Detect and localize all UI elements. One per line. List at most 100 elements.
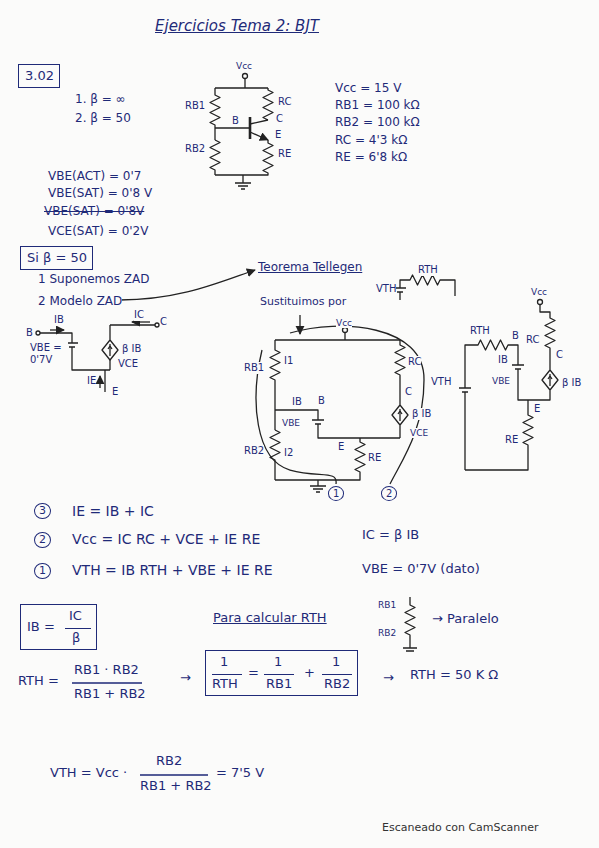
note-text: RTH = [18,674,59,689]
box-text: = [248,666,259,681]
note-text: Vcc = IC RC + VCE + IE RE [72,531,260,547]
parallel-sketch [403,597,417,651]
note-text: β IB [562,377,581,389]
note-text: VTH = Vcc · [50,766,127,781]
note-text: IC [134,309,144,321]
note-text: → [383,671,394,686]
note-text: B [26,327,33,339]
box-text: IB = [27,620,55,635]
note-text: → [180,671,191,686]
note-text: E [338,441,344,453]
note-text: VBE [282,418,300,428]
note-text: RB2 [156,754,182,769]
note-text: B [512,330,519,342]
boxed-note: 3.02 [18,64,60,88]
note-text: 1 Suponemos ZAD [38,273,149,287]
note-text: IE = IB + IC [72,503,154,519]
note-text: E [275,129,281,141]
note-text: RTH = 50 K Ω [410,668,498,683]
boxed-note: Si β = 50 [20,246,93,270]
note-text: B [232,115,239,127]
note-text: C [276,113,283,125]
fraction-bar [72,683,208,775]
note-text: IC = β IB [362,528,419,543]
box-text: β [72,631,80,646]
note-text: 1. β = ∞ [75,93,126,107]
note-text: RB1 [185,100,205,112]
note-text: IB [498,354,508,366]
note-text: RB1 + RB2 [74,687,146,702]
fraction-bar [65,628,91,629]
note-text: VBE(ACT) = 0'7 [48,170,141,184]
note-text: Vcc [531,287,547,297]
note-text: Vcc = 15 V [335,82,401,96]
note-text: RC [526,334,539,346]
note-text: 1 [34,563,51,579]
note-text: RB1 [244,362,264,374]
note-text: IE [87,375,96,387]
note-text: 1 [328,486,344,501]
note-text: RTH [418,264,438,276]
note-text: RE [278,148,291,160]
bias-circuit [210,74,273,190]
box-text: IC [69,609,82,624]
fraction-bar [212,674,242,675]
note-text: RE = 6'8 kΩ [335,151,407,165]
note-text: VCE [118,358,138,370]
note-text: B [318,395,325,407]
boxed-note: 1RTH=1RB1+1RB2 [205,650,358,696]
box-text: 1 [274,655,282,670]
box-text: 3.02 [25,69,54,84]
note-text: RE [505,434,518,446]
note-text: E [112,386,118,398]
equivalent-circuit [459,300,558,471]
note-text: VTH [376,283,396,295]
note-text: RE [368,452,381,464]
note-text: E [534,403,540,415]
note-text: RB2 [378,628,396,638]
note-text: VBE(SAT) = 0'8 V [48,187,152,201]
note-text: VBE [492,376,510,386]
note-text: → Paralelo [432,612,499,627]
note-text: VBE(SAT) = 0'8V [44,205,144,219]
note-text: C [405,386,412,398]
note-text: VBE = 0'7V [30,342,68,365]
note-text: IB [54,314,64,326]
note-text: RC [408,356,421,368]
note-text: Para calcular RTH [213,611,327,626]
note-text: β IB [122,343,141,355]
note-text: 2. β = 50 [75,112,131,126]
note-text: RTH [470,325,490,337]
page-title: Ejercicios Tema 2: BJT [155,18,319,35]
note-text: β IB [412,408,431,420]
note-text: = 7'5 V [216,766,264,781]
note-text: RC = 4'3 kΩ [335,134,407,148]
note-text: 2 [34,532,51,548]
fraction-bar [322,674,352,675]
note-text: I1 [284,355,293,367]
note-text: Vcc [336,318,352,328]
note-text: Vcc [236,61,252,71]
note-text: 2 [381,486,397,501]
note-text: I2 [284,447,293,459]
note-text: Escaneado con CamScanner [382,822,539,835]
boxed-note: IB = IC β [20,604,97,650]
note-text: VCE [410,428,428,438]
box-text: RB2 [324,677,350,692]
note-text: RC [278,96,291,108]
box-text: + [304,666,315,681]
note-text: 3 [34,503,51,519]
box-text: 1 [220,655,228,670]
note-text: 2 Modelo ZAD [38,295,122,309]
fraction-bar [264,674,294,675]
note-text: RB1 = 100 kΩ [335,99,420,113]
note-text: VBE = 0'7V (dato) [362,562,480,577]
note-text: RB2 = 100 kΩ [335,116,420,130]
note-text: VCE(SAT) = 0'2V [48,225,148,239]
box-text: 1 [332,655,340,670]
note-text: RB1 + RB2 [140,779,212,794]
box-text: RTH [212,677,238,692]
tellegen-circuit [256,326,424,492]
note-text: VTH = IB RTH + VBE + IE RE [72,562,273,578]
